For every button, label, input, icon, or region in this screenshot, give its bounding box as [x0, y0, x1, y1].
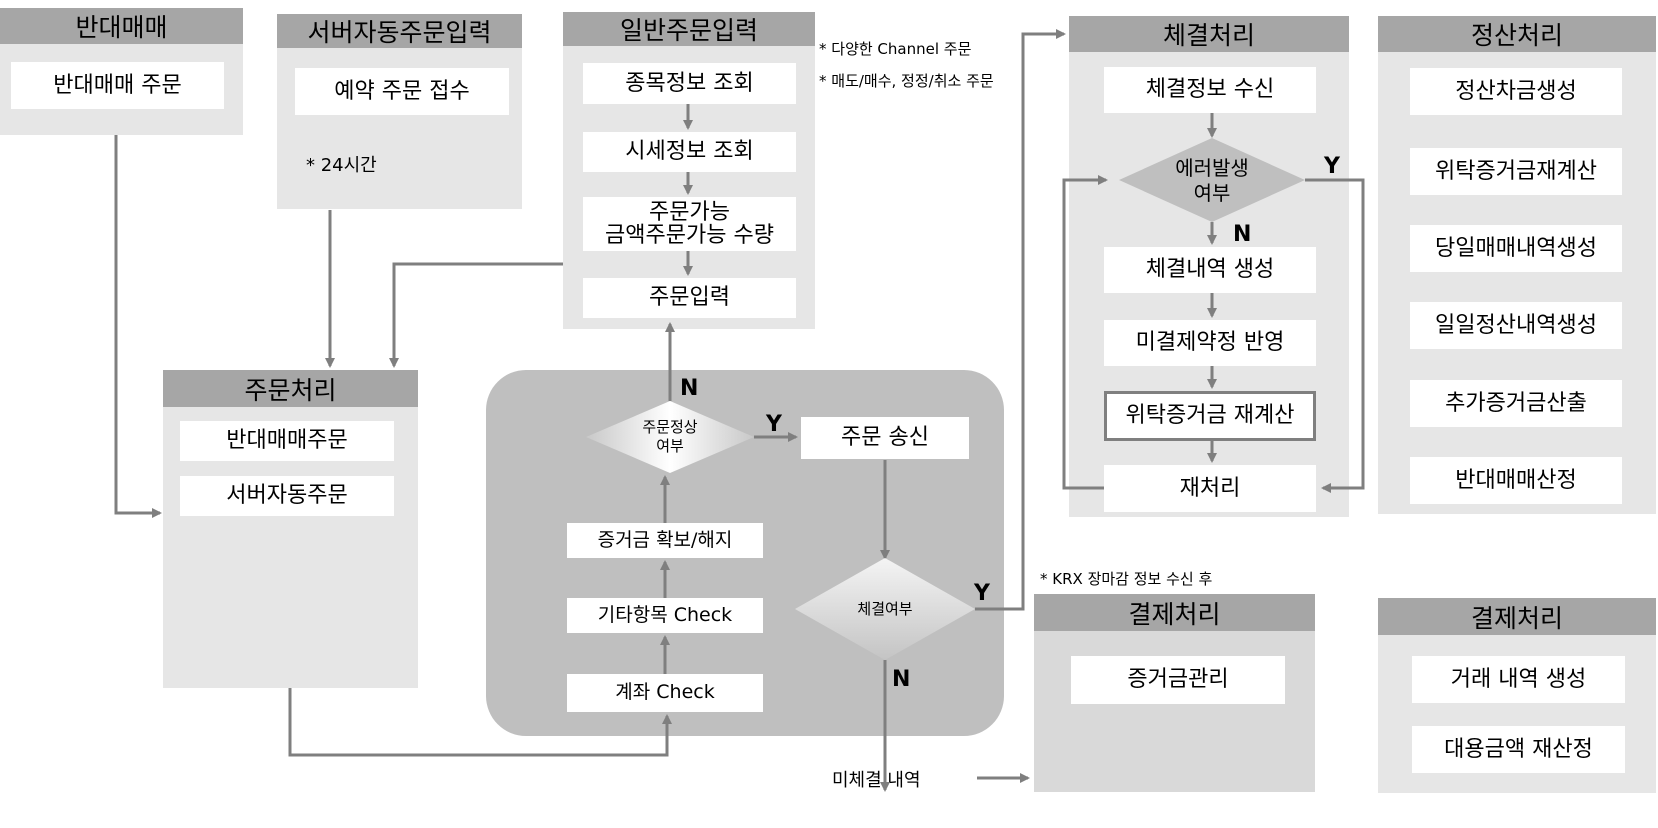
- arrow-processing-to-account: [288, 688, 672, 757]
- reverse-trade-order-box: 반대매매 주문: [11, 62, 224, 109]
- arrow-general-to-processing: [389, 262, 563, 368]
- error-decision: [1119, 138, 1305, 222]
- additional-margin-box: 추가증거금산출: [1410, 380, 1622, 427]
- execution-no-label: N: [892, 667, 911, 692]
- execution-info-receive-box: 체결정보 수신: [1104, 67, 1316, 113]
- order-send-box: 주문 송신: [801, 417, 969, 459]
- arrow-reverse-to-processing: [114, 135, 162, 518]
- margin-recalc-box: 위탁증거금 재계산: [1104, 391, 1316, 441]
- reverse-trade-calc-box: 반대매매산정: [1410, 457, 1622, 504]
- execution-yes-label: Y: [974, 581, 990, 606]
- reservation-order-box: 예약 주문 접수: [295, 68, 509, 115]
- order-processing-title: 주문처리: [163, 370, 418, 407]
- normal-yes-label: Y: [766, 412, 782, 437]
- other-items-check-box: 기타항목 Check: [567, 598, 763, 633]
- error-yes-label: Y: [1324, 154, 1340, 179]
- arrow-execution-yes: [975, 29, 1066, 611]
- open-interest-reflect-box: 미결제약정 반영: [1104, 320, 1316, 366]
- consigned-margin-recalc-box: 위탁증거금재계산: [1410, 148, 1622, 195]
- execution-detail-create-box: 체결내역 생성: [1104, 247, 1316, 293]
- margin-secure-box: 증거금 확보/해지: [567, 523, 763, 558]
- reverse-trade-order-item: 반대매매주문: [180, 421, 394, 461]
- normal-no-label: N: [680, 376, 699, 401]
- 24h-note: * 24시간: [306, 155, 377, 176]
- order-normal-decision: [586, 401, 754, 473]
- payment-processing-title-2: 결제처리: [1378, 598, 1656, 635]
- payment-processing-title-1: 결제처리: [1034, 594, 1315, 631]
- orderable-amount-box: 주문가능 금액주문가능 수량: [583, 197, 796, 251]
- trade-history-box: 거래 내역 생성: [1412, 656, 1625, 703]
- server-auto-order-item: 서버자동주문: [180, 476, 394, 516]
- daily-trade-history-box: 당일매매내역생성: [1410, 225, 1622, 272]
- stock-info-query-box: 종목정보 조회: [583, 63, 796, 104]
- unexecuted-text: 미체결 내역: [832, 770, 921, 791]
- execution-processing-title: 체결처리: [1069, 16, 1349, 52]
- reverse-trade-title: 반대매매: [0, 8, 243, 44]
- arrow-reprocess-loop: [1062, 175, 1108, 490]
- execution-decision: [795, 558, 975, 660]
- order-normal-decision-text: 주문정상 여부: [642, 418, 698, 455]
- arrow-error-yes: [1305, 178, 1365, 493]
- server-auto-order-title: 서버자동주문입력: [277, 14, 522, 48]
- daily-settlement-box: 일일정산내역생성: [1410, 302, 1622, 349]
- account-check-box: 계좌 Check: [567, 674, 763, 712]
- channel-note: * 다양한 Channel 주문: [819, 40, 972, 58]
- execution-decision-text: 체결여부: [857, 599, 913, 618]
- settlement-processing-title: 정산처리: [1378, 16, 1656, 52]
- general-order-title: 일반주문입력: [563, 12, 815, 46]
- order-input-box: 주문입력: [583, 278, 796, 318]
- error-no-label: N: [1233, 222, 1252, 247]
- krx-close-note: * KRX 장마감 정보 수신 후: [1040, 570, 1213, 588]
- settlement-diff-box: 정산차금생성: [1410, 68, 1622, 115]
- margin-management-box: 증거금관리: [1071, 656, 1285, 704]
- collateral-recalc-box: 대용금액 재산정: [1412, 726, 1625, 773]
- order-types-note: * 매도/매수, 정정/취소 주문: [819, 72, 994, 90]
- error-decision-text: 에러발생 여부: [1175, 156, 1249, 205]
- reprocess-box: 재처리: [1104, 465, 1316, 512]
- quote-info-query-box: 시세정보 조회: [583, 132, 796, 172]
